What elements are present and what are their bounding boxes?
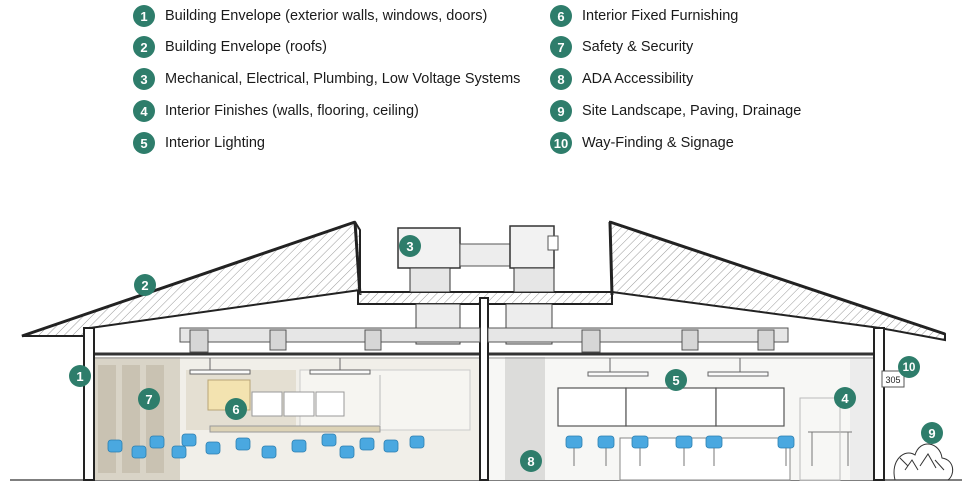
marker-4: 4 <box>834 387 856 409</box>
marker-9: 9 <box>921 422 943 444</box>
chairs <box>107 433 795 459</box>
marker-10: 10 <box>898 356 920 378</box>
room-sign-number: 305 <box>885 375 900 385</box>
right-exterior-wall <box>873 327 885 481</box>
legend-item-2: 2 Building Envelope (roofs) <box>133 36 327 58</box>
marker-6: 6 <box>225 398 247 420</box>
legend-item-3: 3 Mechanical, Electrical, Plumbing, Low … <box>133 68 520 90</box>
marker-9-label: 9 <box>928 426 935 441</box>
legend-badge-8: 8 <box>550 68 572 90</box>
marker-7: 7 <box>138 388 160 410</box>
marker-4-label: 4 <box>841 391 849 406</box>
marker-6-label: 6 <box>232 402 239 417</box>
chair-legs <box>573 448 787 466</box>
marker-8: 8 <box>520 450 542 472</box>
right-roof <box>608 220 946 342</box>
legend-label-10: Way-Finding & Signage <box>582 135 734 151</box>
legend-badge-4: 4 <box>133 100 155 122</box>
rooftop-units <box>397 225 559 345</box>
legend-item-1: 1 Building Envelope (exterior walls, win… <box>133 5 487 27</box>
legend-badge-9: 9 <box>550 100 572 122</box>
legend-badge-2: 2 <box>133 36 155 58</box>
legend-item-9: 9 Site Landscape, Paving, Drainage <box>550 100 801 122</box>
building-section-diagram: 305 1 2 3 4 5 6 7 8 9 10 <box>10 220 962 481</box>
legend-label-3: Mechanical, Electrical, Plumbing, Low Vo… <box>165 71 521 87</box>
legend-item-10: 10 Way-Finding & Signage <box>550 132 734 154</box>
legend-label-5: Interior Lighting <box>165 135 265 151</box>
marker-7-label: 7 <box>145 392 152 407</box>
marker-3-label: 3 <box>406 239 413 254</box>
legend-badge-10: 10 <box>550 132 572 154</box>
legend: 1 Building Envelope (exterior walls, win… <box>0 0 972 170</box>
left-room <box>94 357 480 480</box>
legend-item-8: 8 ADA Accessibility <box>550 68 693 90</box>
ductwork <box>179 327 789 353</box>
legend-badge-5: 5 <box>133 132 155 154</box>
marker-1: 1 <box>69 365 91 387</box>
marker-5-label: 5 <box>672 373 679 388</box>
marker-1-label: 1 <box>76 369 83 384</box>
light-fixtures <box>189 358 769 377</box>
legend-label-1: Building Envelope (exterior walls, windo… <box>165 8 488 24</box>
door-frame <box>799 397 841 481</box>
marker-3: 3 <box>399 235 421 257</box>
legend-item-7: 7 Safety & Security <box>550 36 693 58</box>
legend-label-9: Site Landscape, Paving, Drainage <box>582 103 802 119</box>
legend-label-8: ADA Accessibility <box>582 71 694 87</box>
legend-badge-6: 6 <box>550 5 572 27</box>
legend-label-2: Building Envelope (roofs) <box>165 39 328 55</box>
legend-badge-7: 7 <box>550 36 572 58</box>
marker-10-label: 10 <box>903 362 916 374</box>
legend-label-7: Safety & Security <box>582 39 694 55</box>
legend-label-6: Interior Fixed Furnishing <box>582 8 739 24</box>
legend-badge-3: 3 <box>133 68 155 90</box>
teacher-desk <box>808 431 852 466</box>
legend-item-4: 4 Interior Finishes (walls, flooring, ce… <box>133 100 419 122</box>
marker-8-label: 8 <box>527 454 534 469</box>
legend-item-5: 5 Interior Lighting <box>133 132 265 154</box>
left-exterior-wall <box>83 327 95 481</box>
whiteboards <box>557 387 791 481</box>
marker-5: 5 <box>665 369 687 391</box>
left-roof <box>21 220 362 338</box>
legend-badge-1: 1 <box>133 5 155 27</box>
marker-2: 2 <box>134 274 156 296</box>
marker-2-label: 2 <box>141 278 148 293</box>
room-sign: 305 <box>881 370 905 388</box>
legend-item-6: 6 Interior Fixed Furnishing <box>550 5 738 27</box>
legend-label-4: Interior Finishes (walls, flooring, ceil… <box>165 103 419 119</box>
center-wall <box>479 297 489 481</box>
shrub-icon <box>893 443 954 481</box>
